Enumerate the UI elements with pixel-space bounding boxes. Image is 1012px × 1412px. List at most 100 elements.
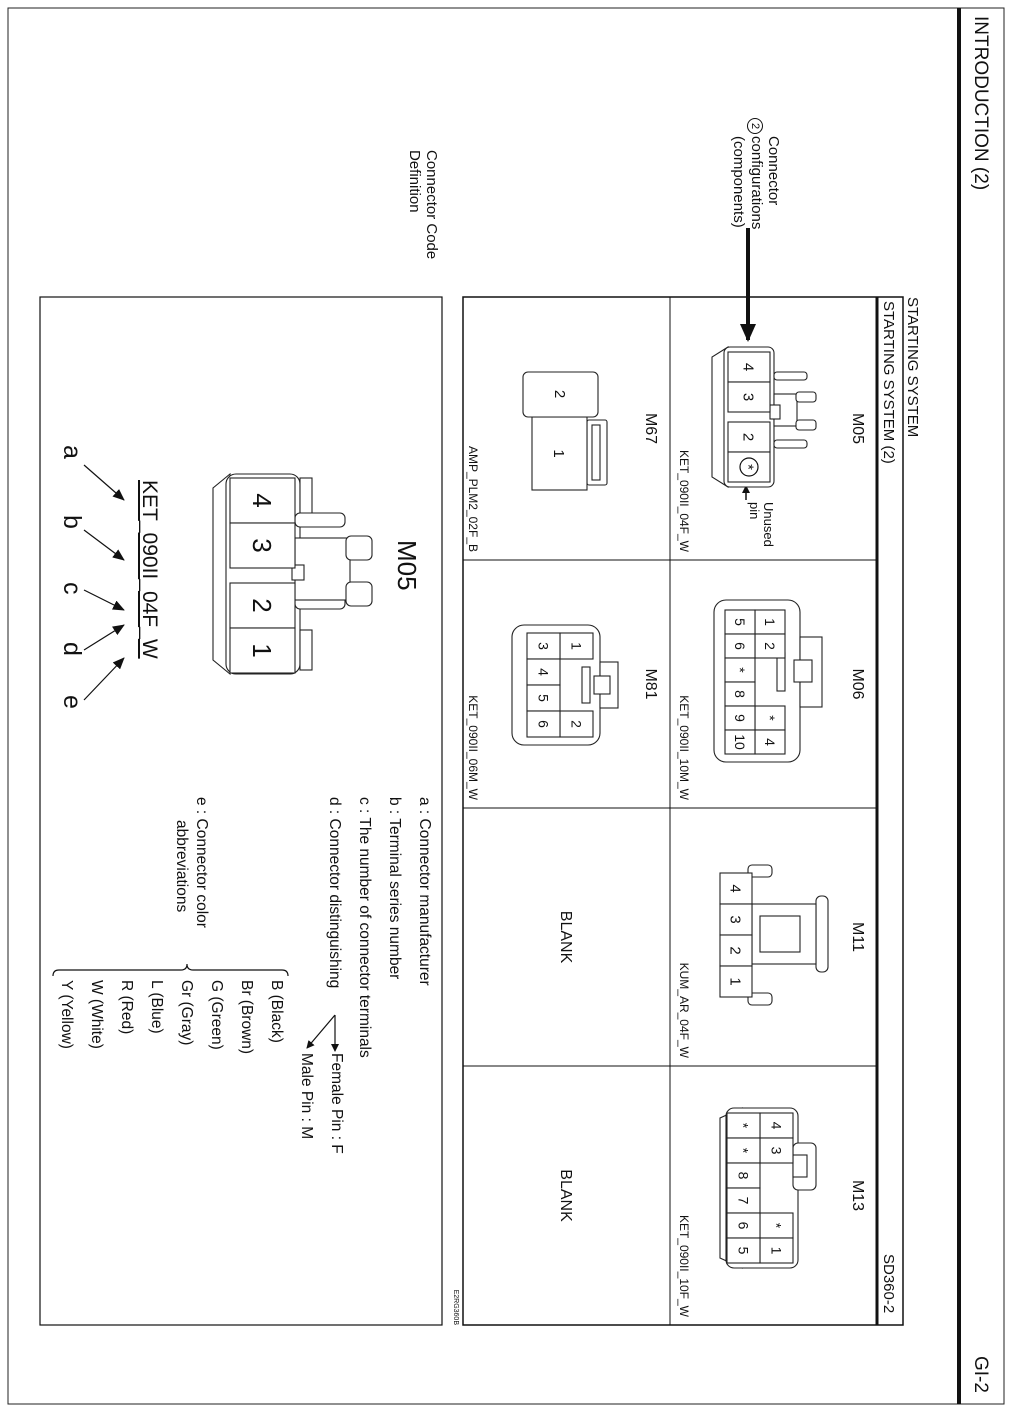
blank-cell-label: BLANK — [557, 910, 574, 964]
pin-label: 4 — [535, 668, 551, 676]
pin-label: 1 — [768, 1247, 784, 1255]
pin-cell — [719, 965, 753, 998]
connector-id: M81 — [642, 668, 659, 700]
connector-part — [759, 915, 801, 953]
code-letter-c: c — [58, 582, 86, 595]
code-segment: 04F — [138, 590, 161, 628]
pin-cell — [727, 451, 771, 483]
connector-key — [291, 564, 305, 581]
legend-item: d : Connector distinguishing — [326, 797, 343, 989]
color-abbreviation: Gr (Gray) — [178, 980, 195, 1046]
unused-pin-circle — [739, 457, 759, 477]
legend-item: b : Terminal series number — [386, 797, 403, 980]
pin-label: 1 — [550, 449, 567, 457]
unused-pin-label: Unused pin — [747, 502, 776, 547]
connector-part-code: KUM_AR_04F_W — [677, 962, 691, 1058]
pin-label: 10 — [732, 734, 748, 750]
male-arrow — [306, 1014, 336, 1049]
callout-line-2: 2configurations — [747, 118, 765, 229]
connector-part — [773, 371, 808, 381]
male-pin-label: Male Pin : M — [298, 1053, 315, 1140]
letter-arrow — [83, 529, 125, 561]
pin-cell — [724, 729, 756, 755]
pin-cell — [727, 381, 771, 413]
color-abbreviation: L (Blue) — [148, 980, 165, 1034]
letter-arrow — [83, 464, 125, 501]
connector-part — [299, 477, 313, 519]
pin-cell — [726, 1237, 761, 1264]
pin-label: 1 — [568, 642, 584, 650]
connector-part-code: KET_090II_04F_W — [677, 449, 691, 552]
pin-cell — [229, 627, 296, 674]
page-title: INTRODUCTION (2) — [970, 16, 991, 191]
legend-item-e: e : Connector color — [193, 797, 210, 928]
connector-id: M13 — [849, 1179, 866, 1212]
pin-label: 3 — [535, 642, 551, 650]
pin-label: 2 — [727, 946, 744, 954]
code-segment: _ — [138, 520, 161, 533]
code-segment: _ — [138, 627, 161, 639]
pin-label: 8 — [735, 1172, 751, 1180]
pin-cell — [229, 522, 296, 569]
pin-label: 3 — [740, 393, 757, 401]
pin-label: 2 — [551, 390, 568, 398]
connector-part-code: KET_090II_10F_W — [677, 1214, 691, 1317]
table-frame — [462, 296, 904, 1326]
pin-label: * — [735, 1148, 751, 1154]
color-abbreviation: Br (Brown) — [238, 980, 255, 1055]
pin-label: 2 — [740, 433, 757, 441]
code-segment: _ — [138, 579, 161, 591]
connector-part — [773, 439, 808, 449]
pin-label: * — [762, 715, 778, 721]
legend-item: c : The number of connector terminals — [356, 797, 373, 1058]
definition-box — [39, 296, 443, 1326]
connector-part — [747, 992, 773, 1006]
pin-label: * — [768, 1223, 784, 1229]
figure-id: E2RG360B — [452, 1289, 459, 1325]
pin-label: * — [740, 464, 757, 470]
connector-drawings: 432*12*456*8910432143*1**876512123456432… — [212, 346, 829, 1269]
connector-m67: 12 — [522, 371, 608, 491]
code-letter-e: e — [58, 695, 86, 709]
circled-number: 2 — [747, 118, 763, 134]
pin-label: 2 — [247, 598, 277, 612]
connector-key — [776, 652, 786, 692]
connector-part — [792, 1154, 808, 1178]
code-segment: W — [138, 638, 161, 659]
pin-label: 9 — [732, 714, 748, 722]
pin-label: 2 — [762, 642, 778, 650]
blank-cell-label: BLANK — [557, 1169, 574, 1222]
pin-label: 4 — [762, 738, 778, 746]
callout-line: (components) — [730, 136, 747, 228]
female-pin-label: Female Pin : F — [328, 1053, 345, 1154]
page-number: GI-2 — [970, 1356, 991, 1393]
pin-label: * — [735, 1123, 751, 1129]
letter-arrow — [83, 657, 125, 701]
pin-label: 4 — [727, 884, 744, 892]
unused-label-line: pin — [747, 502, 762, 520]
page-border — [7, 7, 1005, 1405]
pin-label: 4 — [740, 363, 757, 371]
pin-label: 3 — [768, 1147, 784, 1155]
connector-part — [793, 659, 813, 683]
pin-label: 8 — [732, 690, 748, 698]
pin-label: 4 — [768, 1122, 784, 1130]
pin-label: 2 — [568, 720, 584, 728]
pin-label: 3 — [247, 538, 277, 552]
pin-label: 5 — [535, 694, 551, 702]
pin-label: 5 — [732, 618, 748, 626]
connector-part-code: KET_090II_10M_W — [677, 695, 691, 800]
connector-part — [593, 675, 611, 695]
color-abbreviation: W (White) — [88, 980, 105, 1049]
connector-part-code: KET_090II_06M_W — [466, 695, 480, 800]
pin-label: * — [732, 667, 748, 673]
callout-line: Connector — [765, 136, 782, 206]
connector-key — [769, 404, 781, 420]
connector-id: M05 — [849, 412, 866, 445]
callout-line: Definition — [406, 150, 423, 213]
color-abbreviation: R (Red) — [118, 980, 135, 1035]
